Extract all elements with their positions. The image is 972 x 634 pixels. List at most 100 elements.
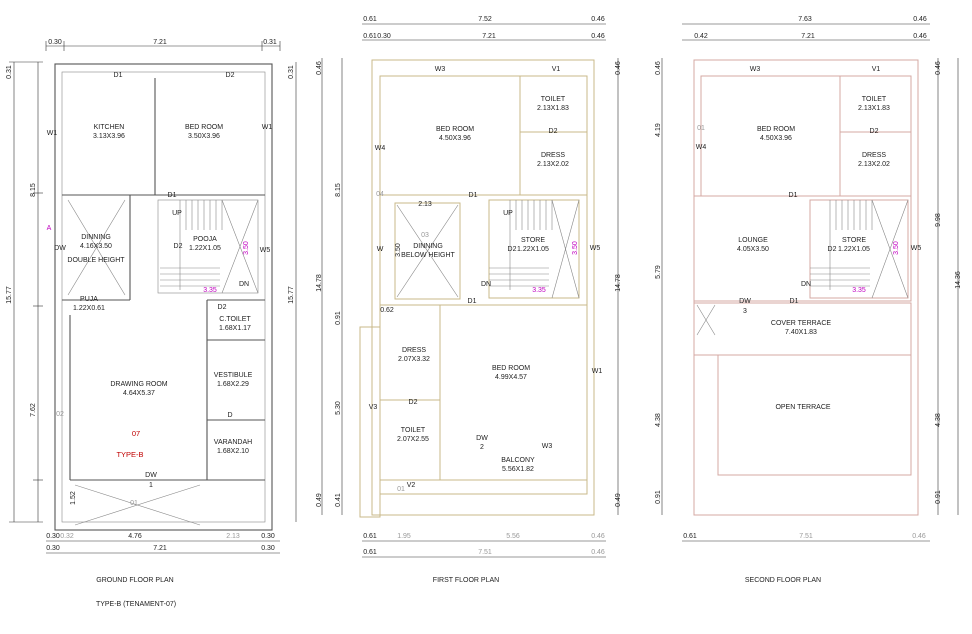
room-size: 3.13X3.96 — [93, 133, 125, 140]
room-size: 1.68X1.17 — [219, 325, 251, 332]
door-label: D2 — [870, 128, 879, 135]
room-name: BED ROOM — [492, 365, 530, 372]
ground-dim-right: 0.31 — [288, 65, 295, 79]
first-left-dimensions: 0.46 14.78 8.15 0.91 5.30 0.49 0.41 — [316, 58, 343, 515]
first-ref-label: 03 — [421, 232, 429, 239]
room-name: STORE — [842, 237, 866, 244]
window-label: W5 — [260, 247, 271, 254]
room-name: TOILET — [541, 96, 566, 103]
room-name: TOILET — [862, 96, 887, 103]
room-size: 5.56X1.82 — [502, 466, 534, 473]
door-label: D2 — [828, 246, 837, 253]
window-label: W3 — [750, 66, 761, 73]
door-label: D1 — [468, 298, 477, 305]
second-dim-top: 0.46 — [913, 16, 927, 23]
door-label: DW — [145, 472, 157, 479]
ground-ref-label: 01 — [130, 500, 138, 507]
door-label: D1 — [168, 192, 177, 199]
second-dim-right: 0.46 — [935, 61, 942, 75]
ground-right-dimensions: 0.31 15.77 — [288, 62, 297, 522]
second-floor-plan: 7.63 0.46 0.42 7.21 0.46 0.46 4.19 5.79 … — [655, 16, 962, 584]
door-number: 3 — [743, 308, 747, 315]
first-dim-bottom: 0.61 — [363, 549, 377, 556]
first-dim-left: 5.30 — [335, 401, 342, 415]
plan-subcaption: TYPE-B (TENAMENT-07) — [96, 601, 176, 608]
void-dim: 0.62 — [380, 307, 394, 314]
second-left-dimensions: 0.46 4.19 5.79 4.38 0.91 — [655, 58, 663, 515]
room-size: 4.16X3.50 — [80, 243, 112, 250]
ground-inner-wall — [61, 71, 266, 523]
room-size: BELOW HEIGHT — [401, 252, 455, 259]
second-dim-bottom: 0.46 — [912, 533, 926, 540]
window-label: W4 — [696, 144, 707, 151]
stair-length: 3.35 — [203, 287, 217, 294]
first-dim-top: 0.61 — [363, 16, 377, 23]
first-staircase — [489, 199, 580, 299]
unit-type: TYPE-B — [116, 450, 143, 459]
unit-number: 07 — [132, 429, 140, 438]
room-name: BED ROOM — [757, 126, 795, 133]
room-size: 2.13X2.02 — [858, 161, 890, 168]
window-label: W3 — [435, 66, 446, 73]
stair-down-label: DN — [801, 281, 811, 288]
door-number: 2 — [480, 444, 484, 451]
window-label: W — [377, 246, 384, 253]
first-dim-left: 0.91 — [335, 311, 342, 325]
room-name: OPEN TERRACE — [775, 404, 830, 411]
ground-dim-bottom: 0.30 — [46, 545, 60, 552]
room-name: DRESS — [541, 152, 565, 159]
first-dim-left: 0.46 — [316, 61, 323, 75]
ground-dim-left: 0.31 — [6, 65, 13, 79]
window-label: W1 — [47, 130, 58, 137]
second-dim-left: 4.19 — [655, 123, 662, 137]
second-top-dimensions: 7.63 0.46 0.42 7.21 0.46 — [682, 16, 930, 41]
room-size: 4.50X3.96 — [760, 135, 792, 142]
window-label: W3 — [542, 443, 553, 450]
void-dim: 2.13 — [418, 201, 432, 208]
room-size: 4.64X5.37 — [123, 390, 155, 397]
second-dim-left: 5.79 — [655, 265, 662, 279]
second-ref-label: 01 — [697, 125, 705, 132]
room-name: DOUBLE HEIGHT — [67, 257, 125, 264]
room-name: BED ROOM — [185, 124, 223, 131]
ground-dim-top: 0.31 — [263, 39, 277, 46]
first-dim-left: 0.49 — [316, 493, 323, 507]
ground-dim-bottom: 4.76 — [128, 533, 142, 540]
room-name: KITCHEN — [94, 124, 125, 131]
door-label: D2 — [409, 399, 418, 406]
room-size: 7.40X1.83 — [785, 329, 817, 336]
first-dim-top: 0.46 — [591, 16, 605, 23]
first-dim-bottom: 5.56 — [506, 533, 520, 540]
door-label: D2 — [218, 304, 227, 311]
second-dim-top: 7.63 — [798, 16, 812, 23]
second-dim-bottom: 7.51 — [799, 533, 813, 540]
ground-left-dimensions: 0.31 15.77 8.15 7.62 1.52 — [6, 61, 77, 523]
stair-up-label: UP — [172, 210, 182, 217]
window-label: W1 — [592, 368, 603, 375]
stair-width: 3.50 — [572, 241, 579, 255]
first-floor-plan: 0.61 7.52 0.46 0.61 0.30 7.21 0.46 0.46 … — [316, 16, 622, 584]
ground-floor-plan: 0.30 7.21 0.31 0.31 15.77 8.15 7.62 1.52… — [6, 39, 297, 608]
room-size: 1.68X2.29 — [217, 381, 249, 388]
window-label: W4 — [375, 145, 386, 152]
stair-length: 3.35 — [852, 287, 866, 294]
room-size: 1.22X1.05 — [838, 246, 870, 253]
first-dim-left: 14.78 — [316, 274, 323, 292]
first-dim-right: 14.78 — [615, 274, 622, 292]
second-dim-right: 0.91 — [935, 490, 942, 504]
window-label: V2 — [407, 482, 416, 489]
first-dim-left: 0.41 — [335, 493, 342, 507]
second-dim-right: 9.98 — [935, 213, 942, 227]
door-label: DW — [476, 435, 488, 442]
room-name: STORE — [521, 237, 545, 244]
room-size: 4.50X3.96 — [439, 135, 471, 142]
room-name: DRAWING ROOM — [110, 381, 167, 388]
stair-length: 3.35 — [532, 287, 546, 294]
first-dim-right: 0.46 — [615, 61, 622, 75]
second-right-dimensions: 0.46 9.98 14.36 4.38 0.91 — [935, 58, 962, 515]
first-dim-top: 0.46 — [591, 33, 605, 40]
first-top-dimensions: 0.61 7.52 0.46 0.61 0.30 7.21 0.46 — [362, 16, 606, 41]
window-label: W5 — [590, 245, 601, 252]
room-name: DRESS — [402, 347, 426, 354]
